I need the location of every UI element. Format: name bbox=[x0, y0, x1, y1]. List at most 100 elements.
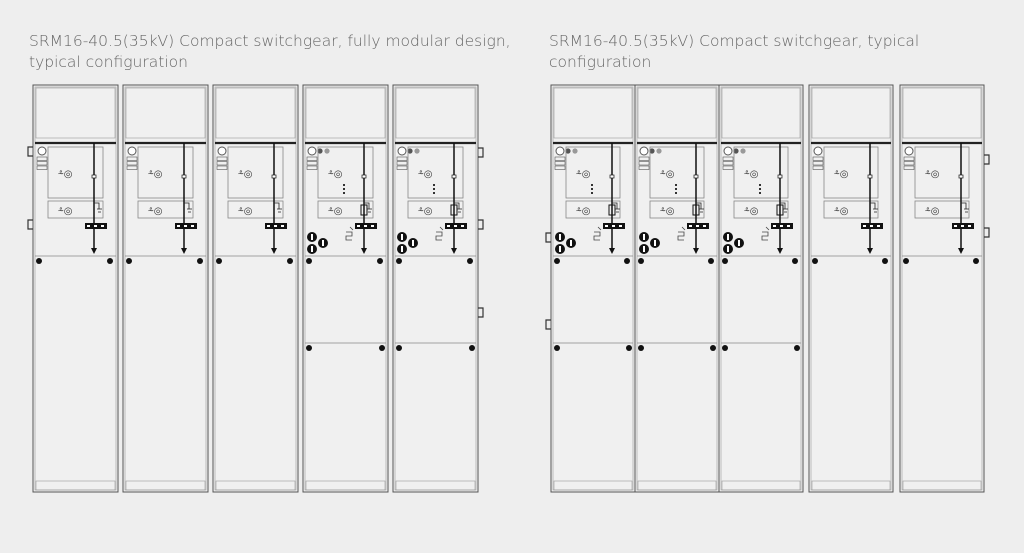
terminal-point bbox=[968, 225, 971, 227]
indicator-lamp bbox=[649, 148, 655, 154]
earthing-switch-icon bbox=[184, 202, 192, 213]
terminal-point bbox=[780, 225, 783, 227]
earthing-switch-icon bbox=[612, 202, 620, 213]
door-handle-icon bbox=[545, 319, 551, 330]
terminal-point bbox=[364, 225, 367, 227]
terminal-point bbox=[184, 225, 187, 227]
switchgear-panel: ⸛◎⸛◎ bbox=[899, 84, 985, 493]
panel-frame bbox=[122, 84, 209, 493]
position-indicator bbox=[675, 184, 677, 186]
base-plinth bbox=[35, 480, 116, 491]
door-handle-icon bbox=[27, 219, 33, 230]
push-button-mark bbox=[311, 246, 313, 252]
terminal-point bbox=[703, 225, 706, 227]
diagram-title-typical: SRM16-40.5(35kV) Compact switchgear, typ… bbox=[549, 32, 920, 71]
terminal-block bbox=[554, 161, 566, 166]
bolt-dot bbox=[107, 258, 113, 264]
operating-handle-icon: ⸛◎ bbox=[834, 169, 848, 180]
bolt-dot bbox=[306, 258, 312, 264]
earthing-switch-icon bbox=[94, 202, 102, 213]
relay-circuit-icon bbox=[677, 226, 686, 241]
base-plinth bbox=[902, 480, 982, 491]
push-button-mark bbox=[643, 234, 645, 240]
switch-contact bbox=[91, 174, 97, 179]
terminal-block bbox=[812, 156, 824, 161]
busbar-compartment bbox=[125, 87, 206, 139]
operating-handle-icon: ⸛◎ bbox=[328, 169, 342, 180]
earthing-mechanism-panel bbox=[565, 200, 621, 219]
switch-contact bbox=[693, 174, 699, 179]
gauge-icon bbox=[217, 146, 227, 156]
terminal-point bbox=[689, 225, 692, 227]
gauge-icon bbox=[555, 146, 565, 156]
bolt-dot bbox=[708, 258, 714, 264]
bolt-dot bbox=[216, 258, 222, 264]
terminal-point bbox=[461, 225, 464, 227]
push-button-mark bbox=[559, 234, 561, 240]
operating-handle-icon: ⸛◎ bbox=[238, 169, 252, 180]
gauge-icon bbox=[813, 146, 823, 156]
earthing-handle-icon: ⸛◎ bbox=[660, 206, 674, 217]
mechanism-panel bbox=[317, 146, 374, 199]
operating-handle-icon: ⸛◎ bbox=[744, 169, 758, 180]
push-button-mark bbox=[643, 246, 645, 252]
terminal-point bbox=[101, 225, 104, 227]
mechanism-panel bbox=[733, 146, 789, 199]
gauge-icon bbox=[397, 146, 407, 156]
bolt-dot bbox=[792, 258, 798, 264]
position-indicator bbox=[343, 184, 345, 186]
switch-contact bbox=[777, 174, 783, 179]
panel-frame bbox=[808, 84, 894, 493]
terminal-block bbox=[126, 161, 138, 166]
terminal-block bbox=[903, 165, 915, 170]
position-indicator bbox=[759, 192, 761, 194]
bolt-dot bbox=[396, 345, 402, 351]
terminal-block bbox=[812, 165, 824, 170]
door-handle-icon bbox=[984, 227, 990, 238]
operating-handle-icon: ⸛◎ bbox=[925, 169, 939, 180]
terminal-point bbox=[961, 225, 964, 227]
push-button-mark bbox=[311, 234, 313, 240]
bolt-dot bbox=[638, 345, 644, 351]
operating-handle-icon: ⸛◎ bbox=[418, 169, 432, 180]
position-indicator bbox=[433, 184, 435, 186]
relay-circuit-icon bbox=[761, 226, 770, 241]
switchgear-lineup-modular: ⸛◎⸛◎⸛◎⸛◎⸛◎⸛◎⸛◎⸛◎⸛◎⸛◎ bbox=[27, 84, 484, 493]
arrow-down-icon bbox=[693, 248, 699, 254]
terminal-block bbox=[903, 156, 915, 161]
push-button-mark bbox=[738, 240, 740, 246]
terminal-point bbox=[870, 225, 873, 227]
bolt-dot bbox=[812, 258, 818, 264]
mechanism-panel bbox=[227, 146, 284, 199]
arrow-down-icon bbox=[777, 248, 783, 254]
panel-frame bbox=[634, 84, 720, 493]
position-indicator bbox=[591, 184, 593, 186]
earthing-switch-icon bbox=[364, 202, 372, 213]
terminal-point bbox=[619, 225, 622, 227]
terminal-block bbox=[306, 165, 318, 170]
earthing-mechanism-panel bbox=[823, 200, 879, 219]
terminal-block bbox=[216, 156, 228, 161]
switch-contact bbox=[451, 174, 457, 179]
terminal-block bbox=[306, 161, 318, 166]
bolt-dot bbox=[126, 258, 132, 264]
busbar-compartment bbox=[902, 87, 982, 139]
panel-frame bbox=[899, 84, 985, 493]
bolt-dot bbox=[379, 345, 385, 351]
terminal-block bbox=[722, 156, 734, 161]
mechanism-panel bbox=[565, 146, 621, 199]
arrow-down-icon bbox=[361, 248, 367, 254]
base-plinth bbox=[215, 480, 296, 491]
earthing-mechanism-panel bbox=[47, 200, 104, 219]
terminal-point bbox=[267, 225, 270, 227]
bolt-dot bbox=[638, 258, 644, 264]
terminal-block bbox=[554, 156, 566, 161]
panel-frame bbox=[718, 84, 804, 493]
base-plinth bbox=[395, 480, 476, 491]
terminal-block bbox=[216, 161, 228, 166]
switchgear-panel: ⸛◎⸛◎ bbox=[718, 84, 804, 493]
position-indicator bbox=[759, 188, 761, 190]
terminal-block bbox=[722, 161, 734, 166]
base-plinth bbox=[305, 480, 386, 491]
terminal-point bbox=[877, 225, 880, 227]
